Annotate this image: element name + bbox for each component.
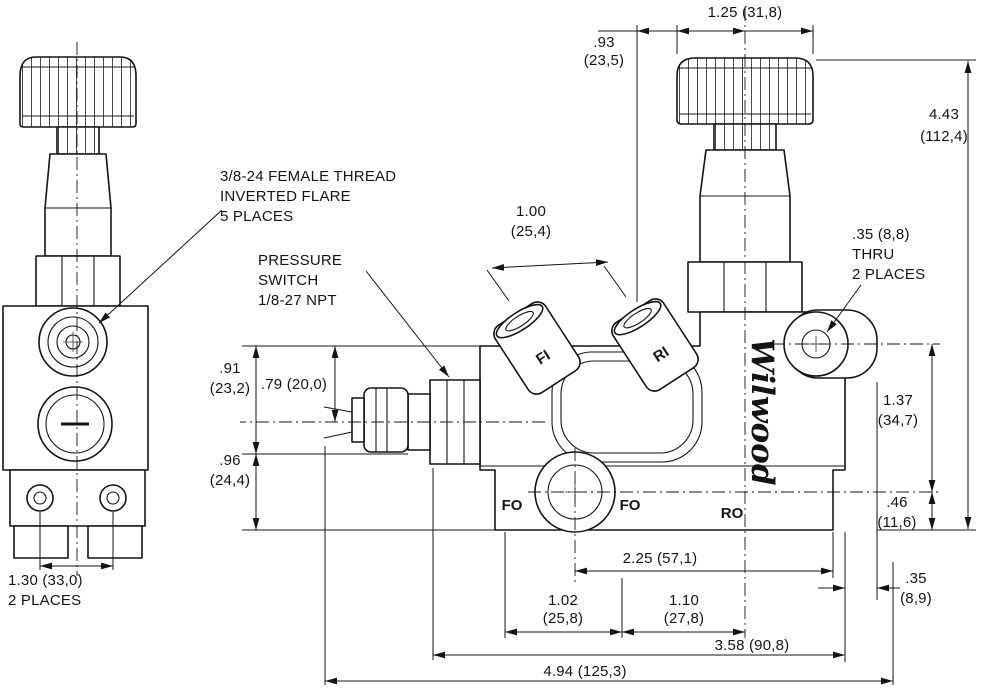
side-hex-nut [35, 255, 121, 307]
dim-base-width-note: 2 PLACES [8, 592, 82, 609]
switch-wire-top [323, 406, 353, 413]
dim-91-metric: (23,2) [209, 380, 251, 397]
port-ro-label: RO [721, 505, 744, 522]
dim-35-value: .35 [905, 570, 927, 587]
dim-137-metric: (34,7) [877, 412, 919, 429]
dim-96-value: .96 [219, 452, 241, 469]
port-ri: RI [611, 298, 699, 392]
dim-102-metric: (25,8) [542, 610, 584, 627]
side-foot-left [13, 525, 69, 559]
annotation-flare-thread-3: 5 PLACES [220, 208, 294, 225]
annotation-switch-1: PRESSURE [258, 252, 343, 269]
annotation-flare-thread-1: 3/8-24 FEMALE THREAD [220, 168, 397, 185]
dim-port-spacing-metric: (25,4) [510, 223, 552, 240]
side-adjuster-tower [44, 153, 112, 257]
side-foot-right [87, 525, 143, 559]
dim-base-width-value: 1.30 (33,0) [8, 572, 83, 589]
brand-logo: Wilwood [744, 338, 780, 486]
switch-wire-bottom [323, 431, 353, 439]
dimension-lines [40, 27, 972, 685]
dim-46-value: .46 [886, 494, 908, 511]
valve-front-view: FI RI Wilwood FO FO RO [323, 57, 878, 533]
dim-96-metric: (24,4) [209, 472, 251, 489]
port-fo-left-label: FO [502, 497, 523, 514]
leader-pressure-switch [365, 270, 450, 378]
annotation-thru-1: .35 (8,8) [852, 226, 910, 243]
annotation-thru-3: 2 PLACES [852, 266, 926, 283]
dim-494: 4.94 (125,3) [543, 663, 627, 680]
leader-thru-holes [826, 284, 862, 333]
dim-102-value: 1.02 [548, 592, 578, 609]
centerlines [240, 8, 940, 638]
annotation-flare-thread-2: INVERTED FLARE [220, 188, 351, 205]
dim-91-value: .91 [219, 360, 241, 377]
dim-knob-offset-value: .93 [593, 34, 615, 51]
front-knob [676, 57, 814, 125]
dim-knob-offset-metric: (23,5) [583, 52, 625, 69]
port-fo-right-label: FO [620, 497, 641, 514]
side-knob-neck [56, 126, 100, 155]
dim-overall-height-value: 4.43 [929, 106, 959, 123]
port-fi: FI [493, 301, 581, 395]
dim-137-value: 1.37 [883, 392, 913, 409]
dim-79: .79 (20,0) [260, 376, 328, 393]
dim-225: 2.25 (57,1) [622, 550, 698, 567]
extension-lines [39, 25, 976, 685]
annotation-thru-2: THRU [852, 246, 895, 263]
leader-flare-thread [98, 209, 223, 324]
dim-110-value: 1.10 [669, 592, 699, 609]
dim-35-metric: (8,9) [900, 590, 932, 607]
dim-358: 3.58 (90,8) [714, 637, 790, 654]
dim-knob-width: 1.25 (31,8) [707, 4, 783, 21]
dim-110-metric: (27,8) [663, 610, 705, 627]
side-knob [19, 56, 137, 128]
dim-port-spacing-line [491, 259, 609, 271]
dim-46-metric: (11,6) [877, 514, 917, 531]
pressure-switch [323, 379, 481, 465]
annotation-switch-3: 1/8-27 NPT [258, 292, 337, 309]
dim-overall-height-metric: (112,4) [920, 128, 968, 145]
annotation-switch-2: SWITCH [258, 272, 319, 289]
leader-lines [98, 209, 862, 378]
valve-side-view [2, 42, 149, 576]
dim-port-spacing-value: 1.00 [516, 203, 546, 220]
